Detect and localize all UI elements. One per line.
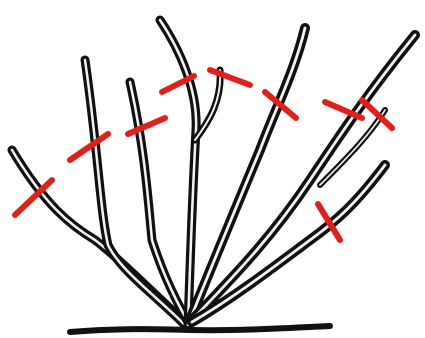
cut-mark-2 bbox=[70, 134, 108, 160]
ground-line bbox=[70, 326, 330, 332]
shrub-stems bbox=[12, 20, 415, 325]
cut-mark-5 bbox=[210, 70, 250, 85]
ground-line bbox=[70, 326, 330, 332]
